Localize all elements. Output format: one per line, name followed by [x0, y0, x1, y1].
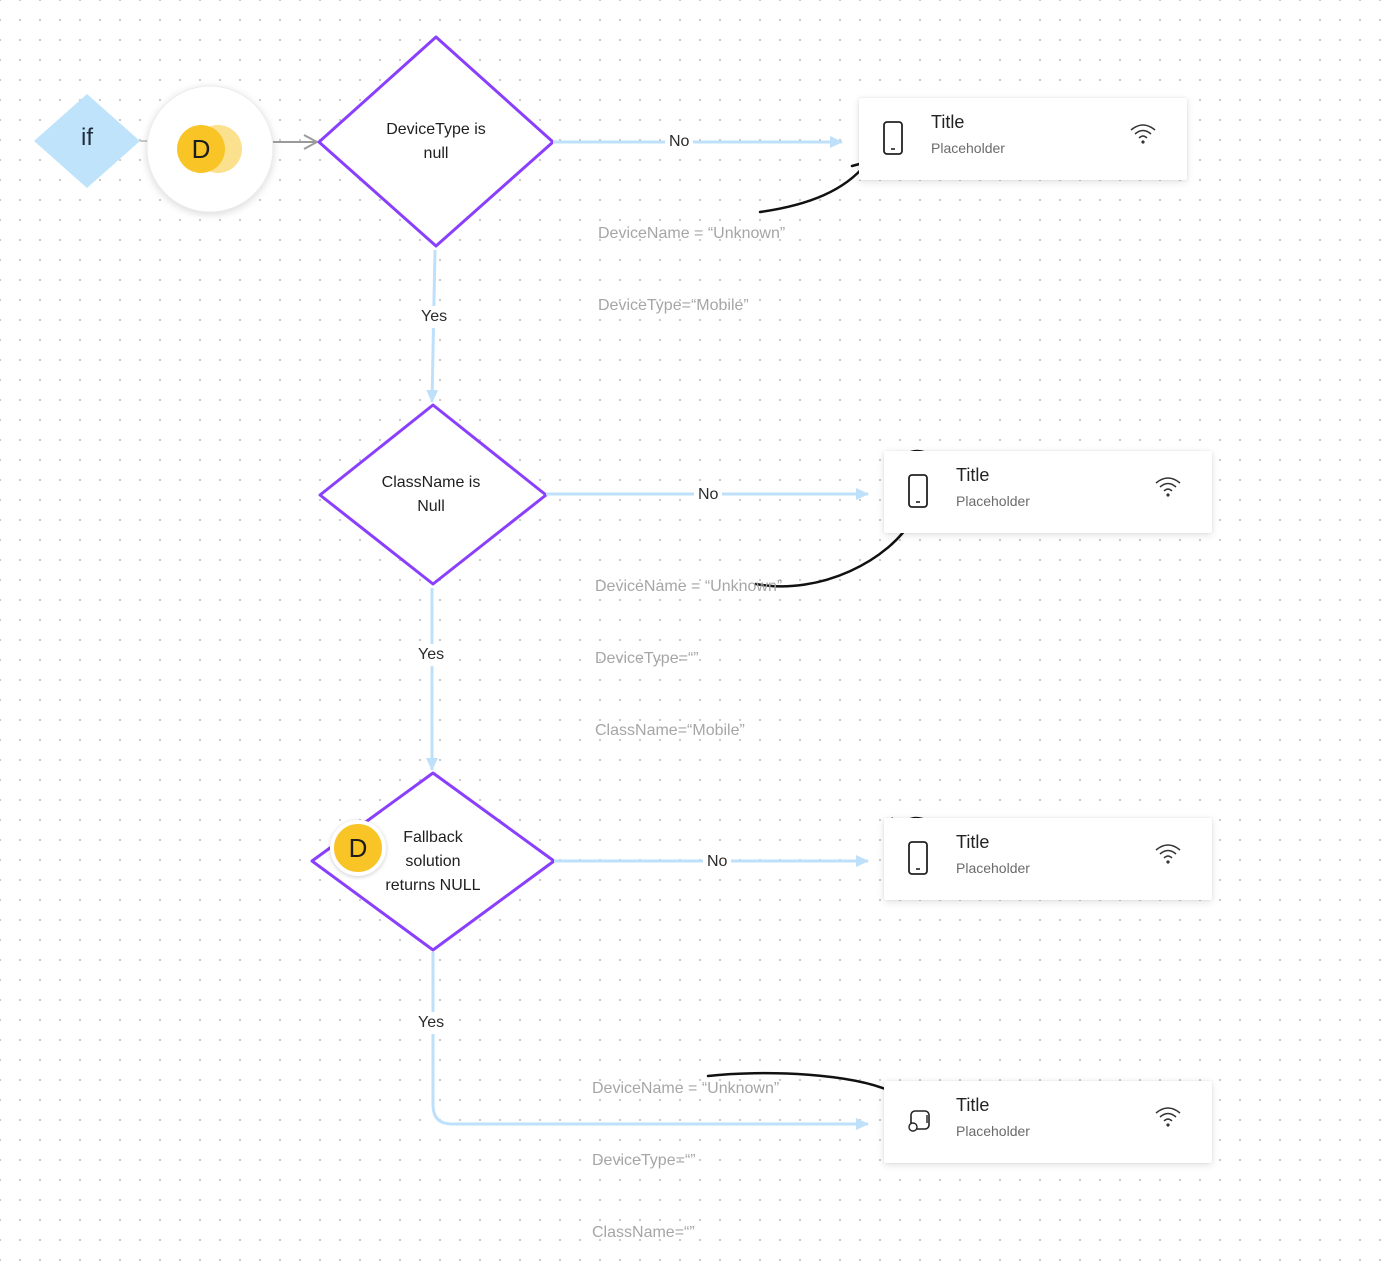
note-line: DeviceName = “Unknown” — [595, 578, 783, 595]
flow-diagram-canvas — [34, 35, 946, 1144]
start-badge — [177, 125, 225, 173]
wifi-icon — [1130, 124, 1156, 144]
decision-text-classname: ClassName is Null — [356, 471, 506, 519]
result-card-3[interactable]: Title Placeholder — [884, 818, 1212, 900]
card-subtitle: Placeholder — [956, 860, 1030, 876]
card-title: Title — [956, 832, 990, 852]
decision-line: null — [423, 145, 449, 162]
decision-line: Fallback — [403, 829, 463, 846]
decision-text-fallback: Fallback solution returns NULL — [368, 826, 498, 898]
card-title: Title — [956, 1095, 990, 1115]
note-line: ClassName=“” — [592, 1224, 695, 1241]
wifi-icon — [1155, 477, 1181, 497]
decision-text-devicetype: DeviceType is null — [361, 118, 511, 166]
if-label: if — [81, 124, 93, 151]
result-card-1[interactable]: Title Placeholder — [859, 98, 1187, 180]
no-label-3: No — [703, 851, 732, 873]
yes-label-2: Yes — [414, 644, 449, 666]
yes-label-3: Yes — [414, 1012, 449, 1034]
decision-diamond-classname[interactable] — [318, 403, 548, 586]
yes-label-1: Yes — [417, 306, 452, 328]
decision-line: Null — [417, 498, 445, 515]
phone-icon — [908, 474, 928, 508]
note-line: DeviceName = “Unknown” — [598, 225, 786, 242]
decision-diamond-devicetype[interactable] — [317, 35, 555, 248]
note-line: DeviceType=“” — [595, 650, 699, 667]
fallback-badge[interactable]: D — [330, 820, 386, 876]
if-start-diamond[interactable] — [34, 94, 140, 188]
card-subtitle: Placeholder — [931, 140, 1005, 156]
no-label-2: No — [694, 484, 723, 506]
decision-line: ClassName is — [381, 474, 481, 491]
note-line: ClassName=“Mobile” — [595, 722, 745, 739]
decision-line: returns NULL — [385, 877, 481, 894]
start-badge-letter: D — [191, 134, 211, 164]
card-title: Title — [956, 465, 990, 485]
card-subtitle: Placeholder — [956, 1123, 1030, 1139]
decision-line: solution — [405, 853, 461, 870]
note-2: DeviceName = “Unknown” DeviceType=“” Cla… — [595, 527, 782, 767]
note-line: DeviceType=“Mobile” — [598, 297, 749, 314]
card-subtitle: Placeholder — [956, 493, 1030, 509]
card-title: Title — [931, 112, 965, 132]
note-3: DeviceName = “Unknown” DeviceType=“” Cla… — [592, 1029, 779, 1269]
device-group-icon — [908, 1110, 930, 1132]
note-1: DeviceName = “Unknown” DeviceType=“Mobil… — [598, 174, 785, 342]
result-card-4[interactable]: Title Placeholder — [884, 1081, 1212, 1163]
note-line: DeviceName = “Unknown” — [592, 1080, 780, 1097]
note-line: DeviceType=“” — [592, 1152, 696, 1169]
yes-connector-3 — [431, 952, 869, 1130]
decision-line: DeviceType is — [386, 121, 486, 138]
phone-icon — [883, 121, 903, 155]
wifi-icon — [1155, 844, 1181, 864]
wifi-icon — [1155, 1107, 1181, 1127]
phone-icon — [908, 841, 928, 875]
result-card-2[interactable]: Title Placeholder — [884, 451, 1212, 533]
no-label-1: No — [665, 131, 694, 153]
